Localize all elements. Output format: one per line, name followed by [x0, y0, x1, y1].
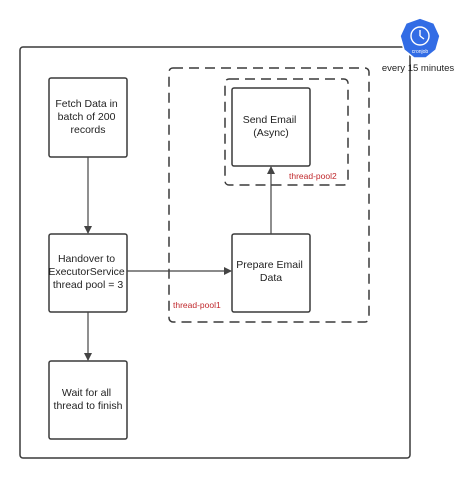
send-email-label-line-1: Send Email: [243, 114, 297, 126]
fetch-data-label-line-2: batch of 200: [58, 111, 116, 123]
handover-label: Handover to ExecutorService thread pool …: [48, 253, 127, 291]
prepare-email-label-line-2: Data: [260, 272, 282, 284]
wait-label-line-2: thread to finish: [54, 400, 123, 412]
send-email-label: Send Email (Async): [243, 114, 300, 139]
fetch-data-label-line-1: Fetch Data in: [55, 98, 118, 110]
cronjob-container: [19, 46, 411, 459]
handover-label-line-2: ExecutorService: [48, 266, 125, 278]
schedule-caption: every 15 minutes: [382, 63, 455, 74]
thread-pool2-region: [224, 78, 349, 186]
wait-label: Wait for all thread to finish: [54, 387, 123, 412]
prepare-email-label: Prepare Email Data: [236, 259, 305, 284]
thread-pool1-region: [168, 67, 370, 323]
kubernetes-cronjob-icon: cronjob: [399, 17, 441, 59]
cronjob-icon-label: cronjob: [412, 49, 429, 55]
send-email-label-line-2: (Async): [253, 127, 289, 139]
prepare-email-label-line-1: Prepare Email: [236, 259, 303, 271]
wait-label-line-1: Wait for all: [62, 387, 111, 399]
fetch-data-label: Fetch Data in batch of 200 records: [55, 98, 120, 136]
thread-pool2-label: thread-pool2: [289, 171, 337, 181]
handover-label-line-3: thread pool = 3: [53, 279, 124, 291]
fetch-data-label-line-3: records: [70, 124, 105, 136]
wait-node: [48, 360, 128, 440]
thread-pool1-label: thread-pool1: [173, 300, 221, 310]
handover-label-line-1: Handover to: [58, 253, 115, 265]
